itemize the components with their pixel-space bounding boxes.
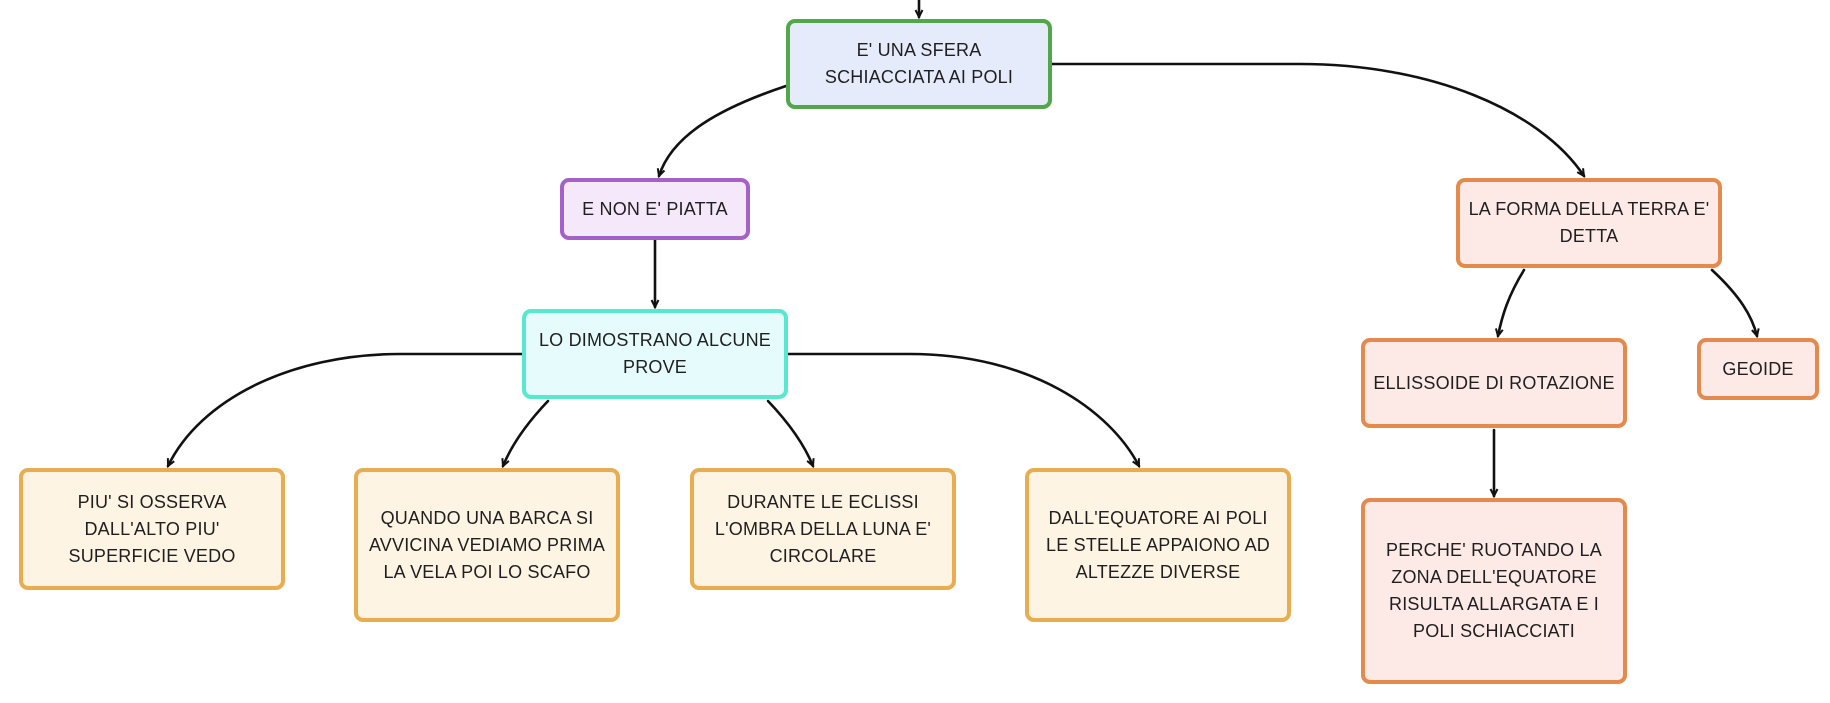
node-forma-terra[interactable]: LA FORMA DELLA TERRA E' DETTA [1456,178,1722,268]
node-stelle[interactable]: DALL'EQUATORE AI POLI LE STELLE APPAIONO… [1025,468,1291,622]
node-label: DURANTE LE ECLISSI L'OMBRA DELLA LUNA E'… [714,491,932,566]
node-barca[interactable]: QUANDO UNA BARCA SI AVVICINA VEDIAMO PRI… [354,468,620,622]
node-label: LO DIMOSTRANO ALCUNE PROVE [538,330,772,377]
node-label: E NON E' PIATTA [582,198,728,219]
node-label: E' UNA SFERA SCHIACCIATA AI POLI [824,40,1014,87]
node-osserva-alto[interactable]: PIU' SI OSSERVA DALL'ALTO PIU' SUPERFICI… [19,468,285,590]
node-label: PIU' SI OSSERVA DALL'ALTO PIU' SUPERFICI… [68,491,236,566]
node-non-piatta[interactable]: E NON E' PIATTA [560,178,750,240]
edge-forma-ellissoide [1498,268,1526,336]
node-label: GEOIDE [1722,358,1794,379]
node-label: PERCHE' RUOTANDO LA ZONA DELL'EQUATORE R… [1386,540,1602,641]
node-sfera-schiacciata[interactable]: E' UNA SFERA SCHIACCIATA AI POLI [786,19,1052,109]
edge-forma-geoide [1710,268,1757,336]
node-label: ELLISSOIDE DI ROTAZIONE [1373,372,1615,393]
edge-root-forma [1050,62,1586,176]
node-label: DALL'EQUATORE AI POLI LE STELLE APPAIONO… [1046,507,1270,582]
edge-prove-alto [166,352,524,466]
edge-prove-stelle [786,352,1141,466]
node-label: LA FORMA DELLA TERRA E' DETTA [1468,199,1710,246]
edge-prove-barca [503,399,550,466]
node-perche[interactable]: PERCHE' RUOTANDO LA ZONA DELL'EQUATORE R… [1361,498,1627,684]
edge-root-nonpiatta [659,84,788,176]
node-eclissi[interactable]: DURANTE LE ECLISSI L'OMBRA DELLA LUNA E'… [690,468,956,590]
node-ellissoide[interactable]: ELLISSOIDE DI ROTAZIONE [1361,338,1627,428]
node-label: QUANDO UNA BARCA SI AVVICINA VEDIAMO PRI… [368,507,606,582]
edge-prove-eclissi [766,399,813,466]
node-geoide[interactable]: GEOIDE [1697,338,1819,400]
node-prove[interactable]: LO DIMOSTRANO ALCUNE PROVE [522,309,788,399]
